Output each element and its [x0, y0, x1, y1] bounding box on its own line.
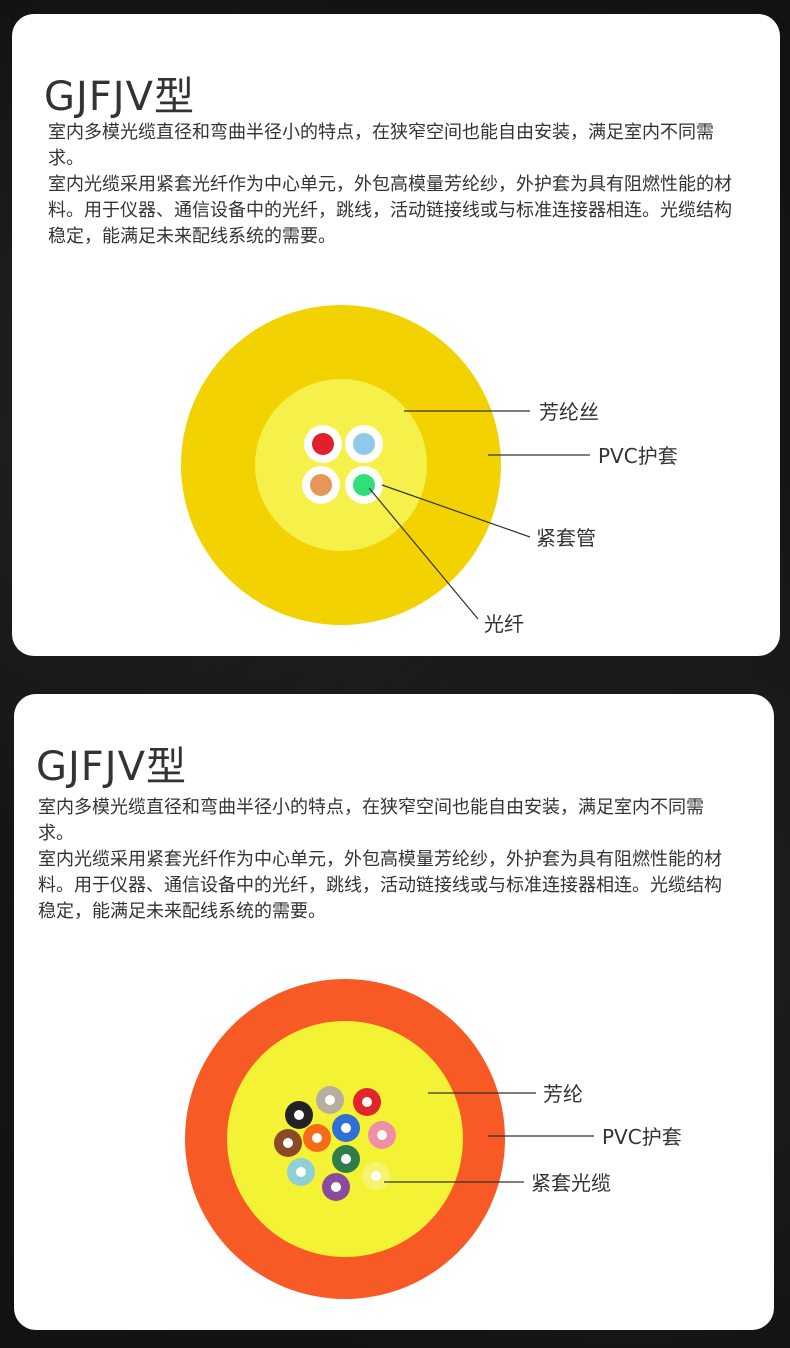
description-paragraph: 室内多模光缆直径和弯曲半径小的特点，在狭窄空间也能自由安装，满足室内不同需求。 — [38, 797, 704, 844]
description-paragraph: 室内光缆采用紧套光纤作为中心单元，外包高模量芳纶纱，外护套为具有阻燃性能的材料。… — [48, 174, 732, 247]
fiber-core — [310, 474, 332, 496]
aramid-layer — [255, 379, 427, 551]
leader-line-fiber — [368, 487, 479, 620]
label-tight-buffered-cable: 紧套光缆 — [531, 1171, 611, 1195]
label-tight-tube: 紧套管 — [536, 526, 596, 550]
fiber-bundle — [274, 1086, 396, 1201]
card-description: 室内多模光缆直径和弯曲半径小的特点，在狭窄空间也能自由安装，满足室内不同需求。 … — [48, 120, 748, 250]
cable-card-1: GJFJV型 室内多模光缆直径和弯曲半径小的特点，在狭窄空间也能自由安装，满足室… — [12, 14, 780, 656]
description-paragraph: 室内多模光缆直径和弯曲半径小的特点，在狭窄空间也能自由安装，满足室内不同需求。 — [48, 122, 714, 169]
cable-cross-section-diagram: 芳纶丝 PVC护套 紧套管 光纤 — [181, 305, 678, 636]
fiber-core — [353, 433, 375, 455]
card-title: GJFJV型 — [44, 74, 195, 120]
fiber-core — [353, 474, 375, 496]
leader-line-tube — [381, 484, 531, 538]
description-paragraph: 室内光缆采用紧套光纤作为中心单元，外包高模量芳纶纱，外护套为具有阻燃性能的材料。… — [38, 849, 722, 922]
label-fiber: 光纤 — [484, 612, 524, 636]
label-aramid: 芳纶丝 — [539, 400, 599, 424]
cable-card-2: GJFJV型 室内多模光缆直径和弯曲半径小的特点，在狭窄空间也能自由安装，满足室… — [14, 694, 774, 1330]
cable-cross-section-diagram: 芳纶 PVC护套 紧套光缆 — [185, 979, 682, 1299]
label-pvc-jacket: PVC护套 — [598, 444, 678, 468]
label-pvc-jacket: PVC护套 — [602, 1125, 682, 1149]
card-description: 室内多模光缆直径和弯曲半径小的特点，在狭窄空间也能自由安装，满足室内不同需求。 … — [38, 795, 738, 925]
card-title: GJFJV型 — [36, 744, 187, 790]
fiber-core — [312, 433, 334, 455]
label-aramid: 芳纶 — [543, 1082, 583, 1106]
